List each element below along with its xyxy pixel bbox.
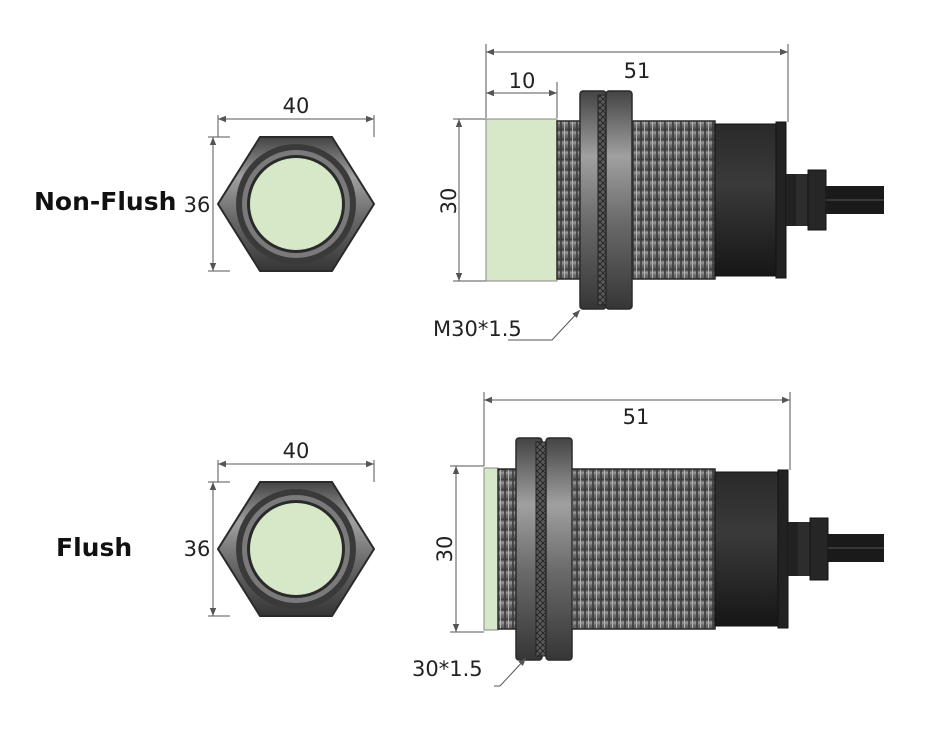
sensor-face-side-icon — [483, 467, 499, 631]
nf-thread-label: M30*1.5 — [433, 317, 522, 341]
sensor-face-icon — [250, 158, 342, 250]
nf-front-width-dim: 40 — [283, 94, 310, 118]
nf-side-face-dim: 10 — [509, 69, 536, 93]
flush-front-view — [208, 460, 376, 617]
f-front-height-dim: 36 — [184, 537, 211, 561]
nf-side-length-dim: 51 — [624, 59, 651, 83]
non-flush-label: Non-Flush — [34, 187, 177, 216]
non-flush-front-view — [208, 115, 376, 272]
f-side-length-dim: 51 — [623, 405, 650, 429]
flush-label: Flush — [56, 533, 133, 562]
f-thread-label: 30*1.5 — [412, 657, 483, 681]
flush-side-view — [450, 392, 884, 687]
f-front-width-dim: 40 — [283, 439, 310, 463]
f-side-diameter-dim: 30 — [433, 536, 457, 563]
nf-side-diameter-dim: 30 — [437, 188, 461, 215]
nf-front-height-dim: 36 — [184, 193, 211, 217]
non-flush-side-view — [453, 44, 884, 341]
sensor-face-side-icon — [485, 118, 558, 282]
sensor-face-icon — [250, 503, 342, 595]
